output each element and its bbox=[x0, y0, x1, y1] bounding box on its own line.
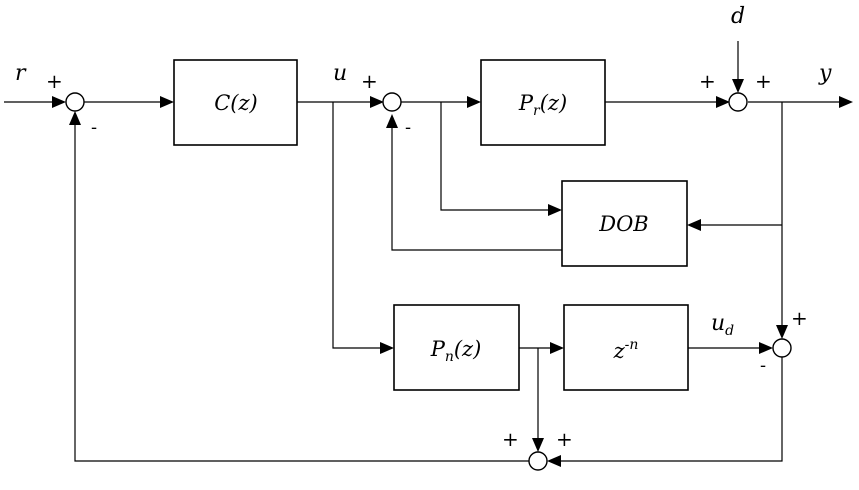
wire-dob-to-sum2 bbox=[391, 123, 562, 251]
nominal-model-block: Pn(z) bbox=[393, 304, 520, 391]
signal-u-label: u bbox=[333, 61, 347, 86]
sum2-plus-sign: + bbox=[361, 69, 378, 93]
arrow-down-into-sum5 bbox=[532, 438, 544, 452]
arrow-into-dob-right bbox=[687, 219, 701, 231]
arrow-delay-into-sum4 bbox=[759, 342, 773, 354]
wire-u-to-nominal bbox=[332, 102, 385, 349]
arrow-feedback-into-sum1 bbox=[69, 111, 81, 125]
sum1-plus-sign: + bbox=[46, 69, 63, 93]
arrow-y-output bbox=[839, 96, 853, 108]
controller-label: C(z) bbox=[214, 91, 258, 115]
sum3-left-plus-sign: + bbox=[699, 69, 716, 93]
arrow-into-plant bbox=[467, 96, 481, 108]
arrow-into-nominal bbox=[380, 342, 394, 354]
sum4-plus-sign: + bbox=[791, 306, 808, 330]
delay-block: z-n bbox=[563, 304, 689, 391]
wire-sum4-to-sum5 bbox=[556, 357, 783, 462]
sum4-minus-sign: - bbox=[760, 355, 766, 376]
arrow-into-sum3 bbox=[716, 96, 730, 108]
dob-block: DOB bbox=[561, 180, 688, 267]
sum-junction-4 bbox=[772, 338, 792, 358]
plant-label: Pr(z) bbox=[518, 91, 567, 119]
sum-junction-2 bbox=[382, 92, 402, 112]
arrowheads bbox=[52, 79, 853, 467]
nominal-model-label: Pn(z) bbox=[430, 337, 482, 365]
sum3-right-plus-sign: + bbox=[755, 69, 772, 93]
arrow-into-sum2 bbox=[370, 96, 384, 108]
dob-label: DOB bbox=[598, 212, 649, 236]
delay-label: z-n bbox=[613, 337, 639, 363]
sum-junction-5 bbox=[528, 451, 548, 471]
sum-junction-3 bbox=[728, 92, 748, 112]
arrow-into-dob-top bbox=[548, 204, 562, 216]
arrow-into-sum1 bbox=[52, 96, 66, 108]
sum2-minus-sign: - bbox=[405, 117, 411, 138]
arrow-dob-into-sum2 bbox=[386, 114, 398, 128]
wire-u-to-dob bbox=[440, 102, 553, 211]
controller-block: C(z) bbox=[173, 59, 298, 146]
arrow-y-into-sum4 bbox=[776, 325, 788, 339]
arrow-into-controller bbox=[160, 96, 174, 108]
wire-sum5-to-sum1 bbox=[74, 123, 529, 462]
arrow-right-into-sum5 bbox=[547, 455, 561, 467]
signal-ud-label: ud bbox=[711, 311, 734, 339]
arrow-d-into-sum3 bbox=[732, 79, 744, 93]
sum-junction-1 bbox=[65, 92, 85, 112]
wires bbox=[4, 41, 842, 462]
sum5-right-plus-sign: + bbox=[556, 427, 573, 451]
plant-block: Pr(z) bbox=[480, 59, 606, 146]
signal-y-label: y bbox=[818, 61, 832, 86]
signal-d-label: d bbox=[731, 4, 745, 29]
signal-r-label: r bbox=[15, 61, 27, 86]
sum1-minus-sign: - bbox=[91, 117, 97, 138]
sum5-left-plus-sign: + bbox=[502, 427, 519, 451]
arrow-into-delay bbox=[550, 342, 564, 354]
